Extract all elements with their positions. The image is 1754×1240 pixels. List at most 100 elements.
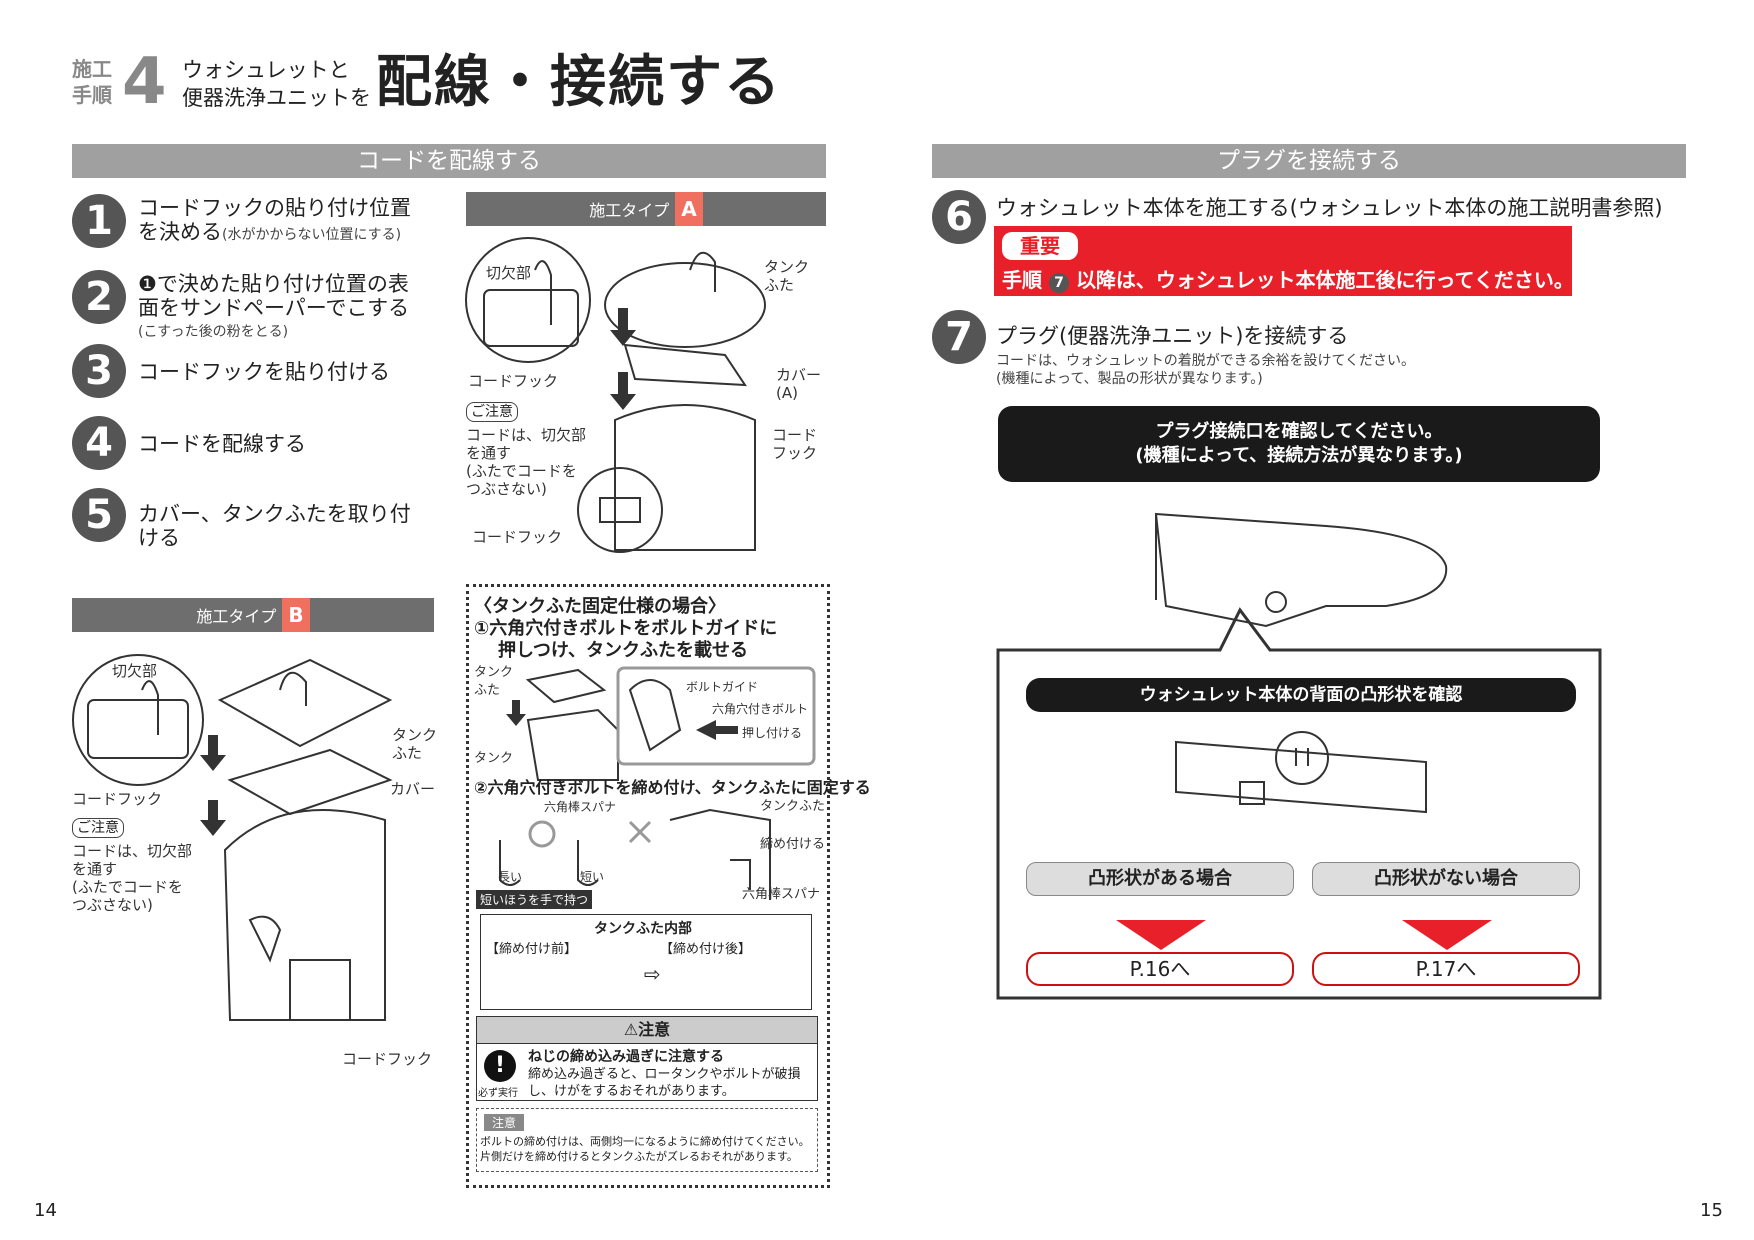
fixed-lid-after: 【締め付け後】	[660, 942, 752, 957]
check-plug-line1: プラグ接続口を確認してください。	[1155, 421, 1443, 442]
section-bar-wiring: コードを配線する	[72, 144, 826, 178]
type-a-caution-2: を通す	[466, 444, 512, 462]
fixed-lid-tank-lid-2: ふた	[474, 683, 501, 698]
type-a-cover: カバー(A)	[776, 366, 821, 402]
type-a-caution-tag: ご注意	[466, 402, 518, 422]
step-circle-3: 3	[72, 344, 126, 398]
step-1-line2: を決める	[138, 220, 222, 244]
type-a-tank-lid-1: タンク	[764, 258, 810, 276]
warning-title: ⚠注意	[476, 1016, 818, 1044]
type-b-caution-tag: ご注意	[72, 818, 124, 838]
page-number-left: 14	[34, 1200, 57, 1221]
case-no-pill: 凸形状がない場合	[1312, 862, 1580, 896]
fixed-lid-step2: ②六角穴付きボルトを締め付け、タンクふたに固定する	[474, 778, 871, 797]
type-a-cover-2: (A)	[776, 384, 798, 402]
fixed-lid-tank-lid-1: タンク	[474, 665, 514, 680]
warning-body-box	[476, 1044, 818, 1101]
step-1-note: (水がかからない位置にする)	[222, 227, 402, 243]
fixed-lid-short: 短い	[580, 870, 605, 884]
step-2-text: ❶で決めた貼り付け位置の表 面をサンドペーパーでこする (こすった後の粉をとる)	[138, 272, 409, 344]
note-text-2: 片側だけを締め付けるとタンクふたがズレるおそれがあります。	[480, 1150, 798, 1163]
type-b-tank-lid: タンクふた	[392, 726, 437, 762]
warning-body: 締め込み過ぎると、ロータンクやボルトが破損 し、けがをするおそれがあります。	[528, 1066, 800, 1100]
important-box	[994, 226, 1572, 296]
fixed-lid-inside-box	[480, 914, 812, 1010]
warning-head: ねじの締め込み過ぎに注意する	[528, 1049, 724, 1065]
fixed-lid-tank-lid-2: タンクふた	[760, 799, 826, 814]
fixed-lid-hex-bolt: 六角穴付きボルト	[712, 702, 809, 716]
fixed-lid-tighten: 締め付ける	[760, 837, 826, 852]
step-7-text: プラグ(便器洗浄ユニット)を接続する	[996, 324, 1349, 348]
type-b-tag: B	[282, 598, 310, 632]
step-label-line1: 施工	[72, 57, 112, 81]
type-a-cord-hook-3: コードフック	[472, 528, 563, 546]
fixed-lid-tank-lid: タンクふた	[474, 664, 513, 700]
page-title: 配線・接続する	[376, 50, 782, 115]
type-a-tank-lid-2: ふた	[764, 276, 795, 294]
type-a-cord-hook: コードフック	[468, 372, 559, 390]
step-5-line1: カバー、タンクふたを取り付	[138, 502, 411, 526]
important-text: 手順 7 以降は、ウォシュレット本体施工後に行ってください。	[1002, 264, 1574, 293]
step-circle-6: 6	[932, 190, 986, 244]
step-7-note-1: コードは、ウォシュレットの着脱ができる余裕を設けてください。	[996, 353, 1416, 369]
type-a-cover-1: カバー	[776, 366, 822, 384]
fixed-lid-step1-line2: 押しつけ、タンクふたを載せる	[498, 640, 749, 661]
step-2-line1: ❶で決めた貼り付け位置の表	[138, 272, 409, 296]
type-b-label: 施工タイプ	[196, 607, 277, 626]
type-b-caution-4: つぶさない)	[72, 896, 153, 914]
type-a-tank-lid: タンクふた	[764, 258, 809, 294]
fixed-lid-box	[466, 584, 830, 1188]
warning-body-1: 締め込み過ぎると、ロータンクやボルトが破損	[528, 1067, 801, 1082]
step-label: 施工 手順	[72, 56, 112, 108]
warning-must: 必ず実行	[478, 1088, 518, 1099]
page-number-right: 15	[1700, 1200, 1723, 1221]
step-4-text: コードを配線する	[138, 432, 306, 456]
fixed-lid-hex-wrench: 六角棒スパナ	[544, 800, 617, 814]
exclamation-icon: !	[484, 1050, 516, 1082]
subtitle-line1: ウォシュレットと	[182, 58, 350, 82]
fixed-lid-press: 押し付ける	[742, 726, 803, 740]
step-circle-2: 2	[72, 270, 126, 324]
step-1-text: コードフックの貼り付け位置 を決める(水がかからない位置にする)	[138, 196, 411, 247]
step-5-text: カバー、タンクふたを取り付 ける	[138, 502, 411, 550]
case-yes-pill: 凸形状がある場合	[1026, 862, 1294, 896]
type-a-cord-hook-2-1: コード	[772, 426, 818, 444]
fixed-lid-tank: タンク	[474, 751, 514, 766]
type-b-cord-hook: コードフック	[72, 790, 163, 808]
step-number: 4	[122, 45, 167, 119]
ref-page-16-link[interactable]: P.16へ	[1026, 952, 1294, 986]
type-a-caution-1: コードは、切欠部	[466, 426, 587, 444]
warning-body-2: し、けがをするおそれがあります。	[528, 1084, 735, 1099]
step-label-line2: 手順	[72, 83, 112, 107]
type-a-cord-hook-2: コードフック	[772, 426, 817, 462]
fixed-lid-step1-line1: ①六角穴付きボルトをボルトガイドに	[474, 618, 778, 639]
step-5-line2: ける	[138, 526, 180, 550]
back-check-label: ウォシュレット本体の背面の凸形状を確認	[1026, 678, 1576, 712]
important-text-post: 以降は、ウォシュレット本体施工後に行ってください。	[1075, 268, 1574, 292]
note-text: ボルトの締め付けは、両側均一になるように締め付けてください。 片側だけを締め付け…	[480, 1134, 810, 1164]
step-3-text: コードフックを貼り付ける	[138, 360, 390, 384]
type-b-bar: 施工タイプ B	[72, 598, 434, 632]
type-b-caution-2: を通す	[72, 860, 118, 878]
step-circle-7: 7	[932, 310, 986, 364]
ref-page-17-link[interactable]: P.17へ	[1312, 952, 1580, 986]
type-b-notch: 切欠部	[112, 662, 158, 680]
step-circle-4: 4	[72, 416, 126, 470]
type-b-tank-lid-2: ふた	[392, 744, 423, 762]
section-bar-plug: プラグを接続する	[932, 144, 1686, 178]
important-step-num: 7	[1048, 273, 1069, 293]
step-2-line2: 面をサンドペーパーでこする	[138, 296, 410, 320]
type-b-cover: カバー	[390, 780, 436, 798]
important-text-pre: 手順	[1002, 268, 1042, 292]
type-b-caution-1: コードは、切欠部	[72, 842, 193, 860]
type-a-notch: 切欠部	[486, 264, 532, 282]
check-plug-box: プラグ接続口を確認してください。 (機種によって、接続方法が異なります。)	[998, 406, 1600, 482]
type-a-caution-4: つぶさない)	[466, 480, 547, 498]
note-box	[476, 1108, 818, 1172]
step-circle-1: 1	[72, 194, 126, 248]
fixed-lid-hold-short: 短いほうを手で持つ	[476, 890, 593, 909]
